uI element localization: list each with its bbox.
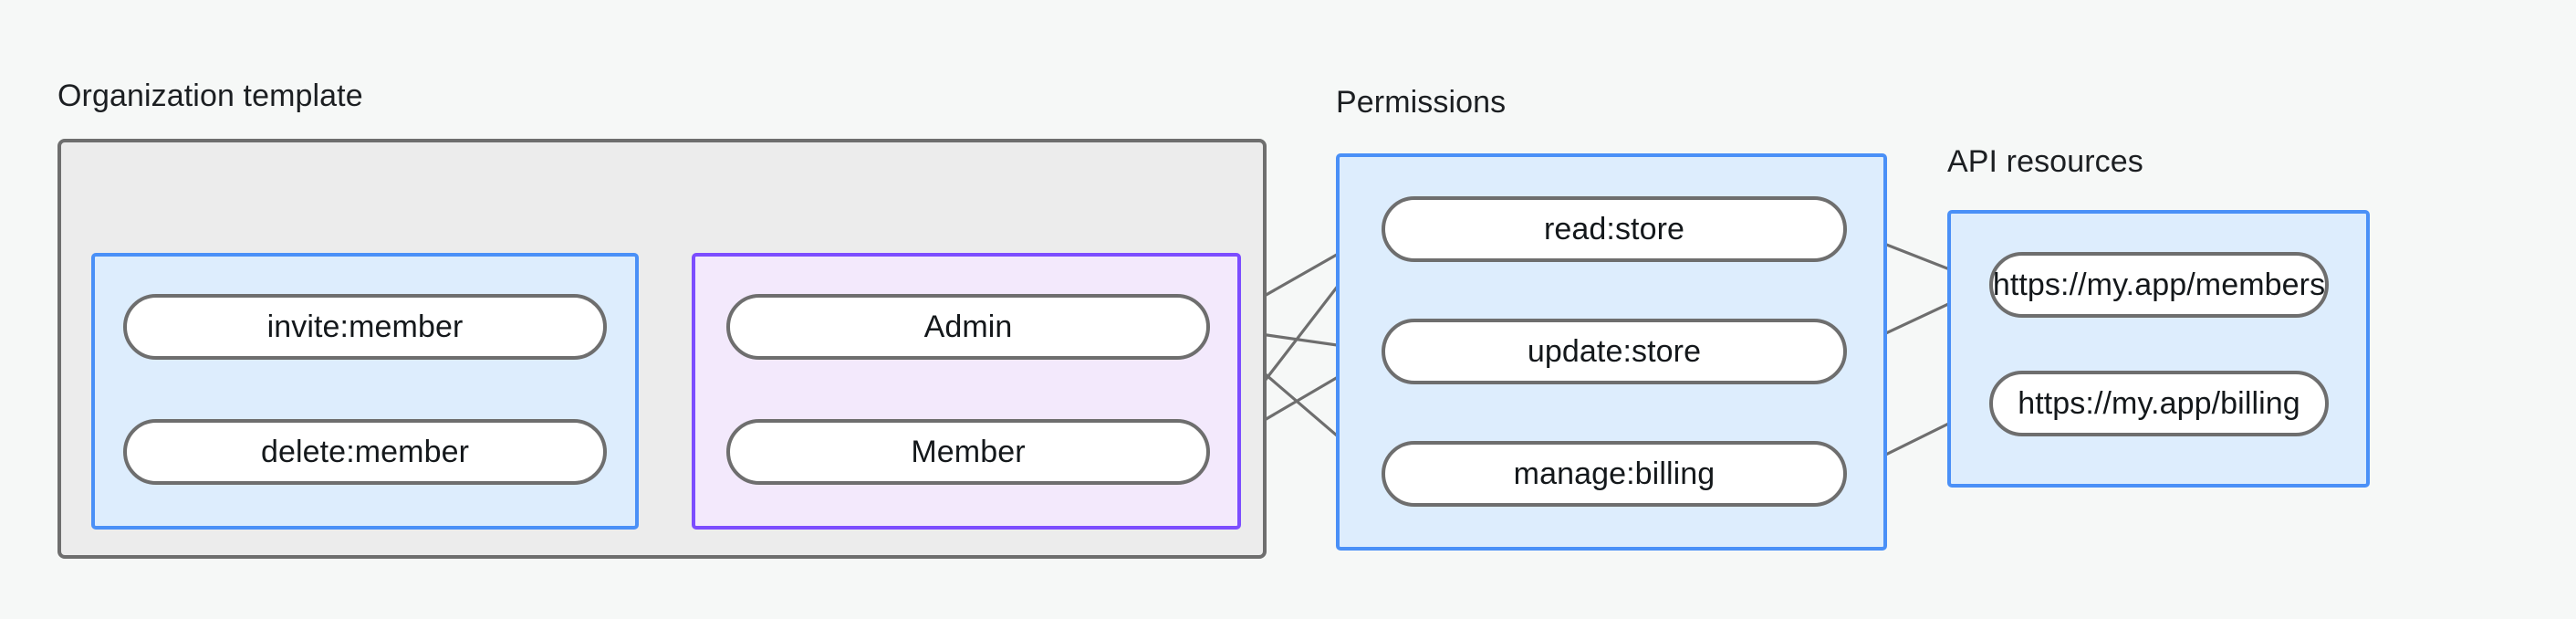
node-admin[interactable]: Admin xyxy=(726,294,1210,360)
node-manage-billing[interactable]: manage:billing xyxy=(1382,441,1847,507)
node-res-members[interactable]: https://my.app/members xyxy=(1989,252,2329,318)
node-member[interactable]: Member xyxy=(726,419,1210,485)
group-title-permissions: Permissions xyxy=(1336,85,1507,120)
node-read-store[interactable]: read:store xyxy=(1382,196,1847,262)
node-update-store[interactable]: update:store xyxy=(1382,319,1847,384)
group-title-organization-template: Organization template xyxy=(57,79,363,113)
node-res-billing[interactable]: https://my.app/billing xyxy=(1989,371,2329,436)
node-delete-member[interactable]: delete:member xyxy=(123,419,607,485)
node-invite-member[interactable]: invite:member xyxy=(123,294,607,360)
group-title-api-resources: API resources xyxy=(1947,144,2143,179)
